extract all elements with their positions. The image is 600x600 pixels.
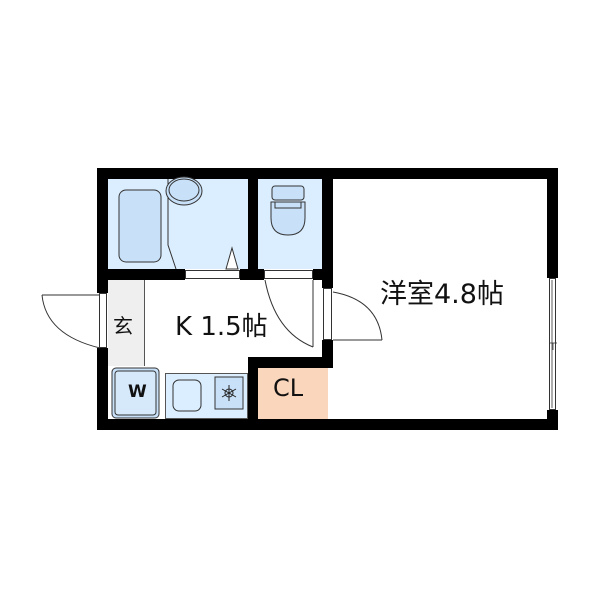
closet-floor	[258, 368, 328, 419]
closet-label: CL	[273, 374, 304, 402]
wall-closet-left	[248, 357, 258, 430]
washer-label: W	[128, 382, 147, 402]
wall-closet-top	[248, 357, 333, 368]
western-room-label: 洋室4.8帖	[380, 279, 504, 310]
wall-bath-bottom-left	[97, 269, 185, 280]
wall-right-lower	[547, 410, 558, 430]
wall-left-upper	[97, 168, 108, 293]
entrance-label: 玄	[113, 314, 133, 338]
wall-toilet-bottom-right	[313, 269, 333, 280]
room-door-frame[interactable]	[323, 288, 332, 340]
basin-icon	[165, 176, 203, 206]
wall-bath-bottom-mid	[240, 269, 264, 280]
toilet-tank-icon	[271, 185, 305, 201]
entrance-door-swing	[41, 294, 101, 349]
gas-burner-icon	[221, 385, 237, 401]
kitchen-label: K 1.5帖	[175, 312, 268, 342]
bathtub-icon	[118, 189, 162, 263]
entrance-floor	[108, 280, 145, 366]
wall-bottom	[97, 419, 558, 430]
wall-bath-toilet	[248, 168, 258, 280]
toilet-bowl-icon	[270, 201, 306, 236]
sink-icon	[172, 379, 202, 412]
bath-door-marker	[225, 246, 239, 270]
wall-left-lower	[97, 348, 108, 430]
entrance-door-frame[interactable]	[99, 293, 107, 348]
window[interactable]	[549, 278, 556, 410]
wall-toilet-room-upper	[322, 168, 333, 288]
bath-door-opening[interactable]	[185, 270, 240, 279]
wall-right-upper	[547, 168, 558, 278]
toilet-door-opening[interactable]	[264, 270, 313, 279]
room-door-swing	[332, 291, 383, 341]
toilet-door-swing	[264, 279, 314, 348]
bath-partition	[167, 179, 177, 270]
wall-toilet-room-lower	[322, 340, 333, 368]
